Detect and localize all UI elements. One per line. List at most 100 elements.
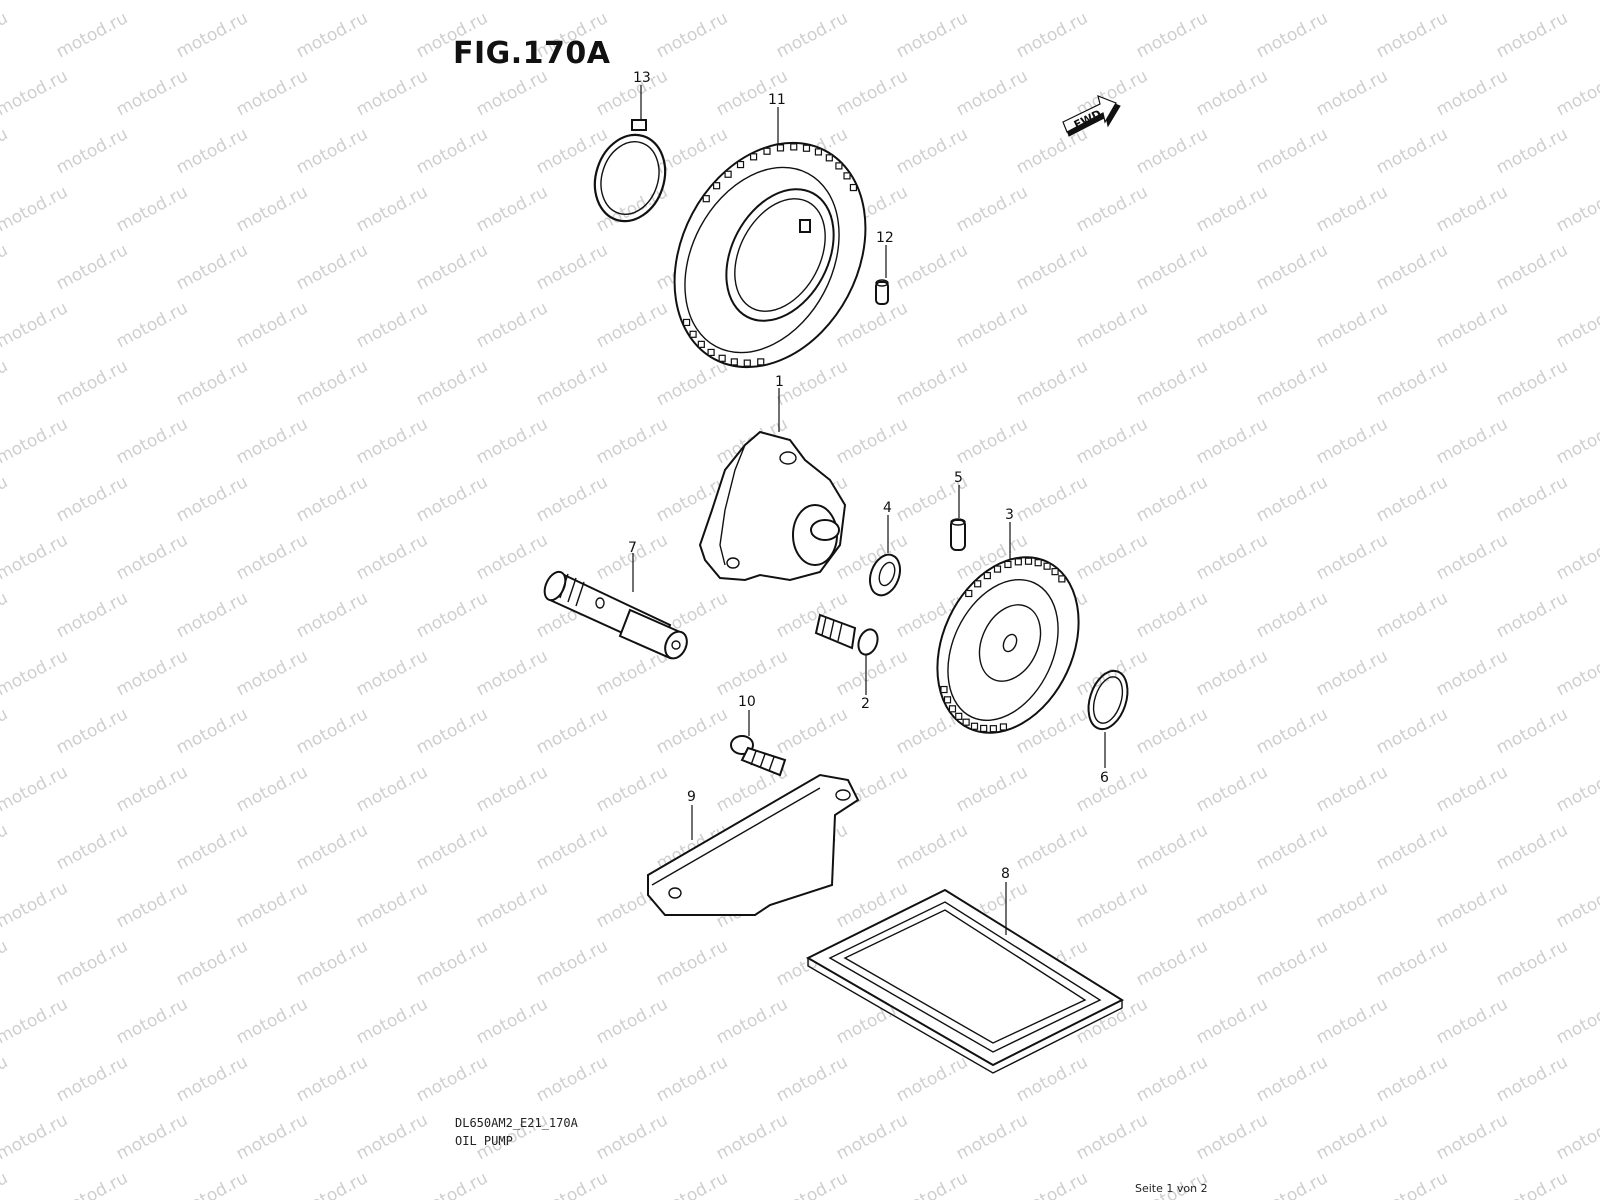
watermark-text: motod.ru xyxy=(353,878,431,932)
watermark-text: motod.ru xyxy=(1013,472,1091,526)
watermark-text: motod.ru xyxy=(233,646,311,700)
watermark-text: motod.ru xyxy=(1133,820,1211,874)
part-1-pump-body xyxy=(698,430,847,582)
watermark-text: motod.ru xyxy=(1073,1110,1151,1164)
watermark-text: motod.ru xyxy=(53,356,131,410)
gear-tooth xyxy=(757,358,765,366)
watermark-text: motod.ru xyxy=(533,356,611,410)
watermark-text: motod.ru xyxy=(353,182,431,236)
diagram-subtitle: OIL PUMP xyxy=(455,1134,513,1148)
gear-tooth xyxy=(1034,559,1042,567)
gear-tooth xyxy=(999,723,1008,731)
watermark-text: motod.ru xyxy=(353,298,431,352)
callout-10: 10 xyxy=(738,694,756,710)
watermark-text: motod.ru xyxy=(233,530,311,584)
watermark-text: motod.ru xyxy=(1073,878,1151,932)
gear-tooth xyxy=(993,565,1002,573)
watermark-text: motod.ru xyxy=(1433,1110,1511,1164)
watermark-text: motod.ru xyxy=(173,820,251,874)
watermark-text: motod.ru xyxy=(0,472,11,526)
watermark-text: motod.ru xyxy=(293,704,371,758)
watermark-text: motod.ru xyxy=(473,530,551,584)
part-3-driven-gear xyxy=(936,556,1080,734)
watermark-text: motod.ru xyxy=(53,240,131,294)
part-6-circlip xyxy=(1087,669,1129,731)
watermark-text: motod.ru xyxy=(1133,588,1211,642)
watermark-text: motod.ru xyxy=(353,994,431,1048)
watermark-text: motod.ru xyxy=(893,240,971,294)
diagram-code: DL650AM2_E21_170A xyxy=(455,1116,578,1130)
watermark-text: motod.ru xyxy=(833,414,911,468)
watermark-text: motod.ru xyxy=(1373,124,1451,178)
watermark-text: motod.ru xyxy=(413,472,491,526)
watermark-text: motod.ru xyxy=(0,646,71,700)
gear-tooth xyxy=(983,571,991,580)
watermark-text: motod.ru xyxy=(1493,124,1571,178)
watermark-text: motod.ru xyxy=(593,182,671,236)
watermark-text: motod.ru xyxy=(593,1110,671,1164)
watermark-text: motod.ru xyxy=(893,820,971,874)
watermark-text: motod.ru xyxy=(833,1110,911,1164)
gear-tooth xyxy=(948,705,957,713)
watermark-text: motod.ru xyxy=(473,646,551,700)
watermark-text: motod.ru xyxy=(533,1168,611,1200)
gear-tooth xyxy=(843,172,851,180)
gear-tooth xyxy=(1004,560,1012,569)
watermark-text: motod.ru xyxy=(533,472,611,526)
watermark-text: motod.ru xyxy=(1313,994,1391,1048)
part-5-pin xyxy=(950,518,966,551)
watermark-text: motod.ru xyxy=(1313,1110,1391,1164)
watermark-text: motod.ru xyxy=(1133,936,1211,990)
watermark-text: motod.ru xyxy=(0,182,71,236)
part-9-cover-plate xyxy=(647,773,860,916)
gear-tooth xyxy=(689,330,697,338)
watermark-text: motod.ru xyxy=(1373,8,1451,62)
watermark-text: motod.ru xyxy=(53,1168,131,1200)
watermark-text: motod.ru xyxy=(1313,298,1391,352)
watermark-text: motod.ru xyxy=(233,878,311,932)
watermark-text: motod.ru xyxy=(1553,878,1600,932)
watermark-text: motod.ru xyxy=(1013,124,1091,178)
watermark-text: motod.ru xyxy=(1193,182,1271,236)
watermark-text: motod.ru xyxy=(1133,472,1211,526)
watermark-text: motod.ru xyxy=(893,124,971,178)
callout-leaders xyxy=(632,85,1106,935)
watermark-text: motod.ru xyxy=(1013,820,1091,874)
gear-tooth xyxy=(718,354,726,362)
watermark-text: motod.ru xyxy=(1193,878,1271,932)
page-indicator: Seite 1 von 2 xyxy=(1135,1182,1208,1195)
figure-title: FIG.170A xyxy=(453,36,611,71)
part-4-washer xyxy=(869,553,901,597)
callout-6: 6 xyxy=(1100,770,1109,786)
watermark-text: motod.ru xyxy=(1313,0,1391,4)
watermark-text: motod.ru xyxy=(0,0,71,4)
watermark-text: motod.ru xyxy=(1433,414,1511,468)
gear-tooth xyxy=(790,143,798,151)
gear-tooth xyxy=(1024,557,1033,565)
watermark-text: motod.ru xyxy=(1553,646,1600,700)
watermark-text: motod.ru xyxy=(0,8,11,62)
watermark-text: motod.ru xyxy=(653,1052,731,1106)
part-8-oil-strainer xyxy=(805,888,1125,1074)
watermark-text: motod.ru xyxy=(713,646,791,700)
gear-tooth xyxy=(712,182,721,190)
watermark-text: motod.ru xyxy=(1493,1168,1571,1200)
watermark-text: motod.ru xyxy=(1433,762,1511,816)
watermark-text: motod.ru xyxy=(1253,472,1331,526)
watermark-text: motod.ru xyxy=(293,240,371,294)
callout-2: 2 xyxy=(861,696,870,712)
watermark-text: motod.ru xyxy=(1073,182,1151,236)
watermark-text: motod.ru xyxy=(1193,66,1271,120)
watermark-text: motod.ru xyxy=(473,0,551,4)
watermark-text: motod.ru xyxy=(173,588,251,642)
watermark-text: motod.ru xyxy=(53,8,131,62)
watermark-text: motod.ru xyxy=(1013,240,1091,294)
watermark-text: motod.ru xyxy=(953,1110,1031,1164)
watermark-text: motod.ru xyxy=(113,1110,191,1164)
watermark-text: motod.ru xyxy=(113,414,191,468)
watermark-text: motod.ru xyxy=(0,240,11,294)
watermark-text: motod.ru xyxy=(833,298,911,352)
watermark-text: motod.ru xyxy=(1553,530,1600,584)
